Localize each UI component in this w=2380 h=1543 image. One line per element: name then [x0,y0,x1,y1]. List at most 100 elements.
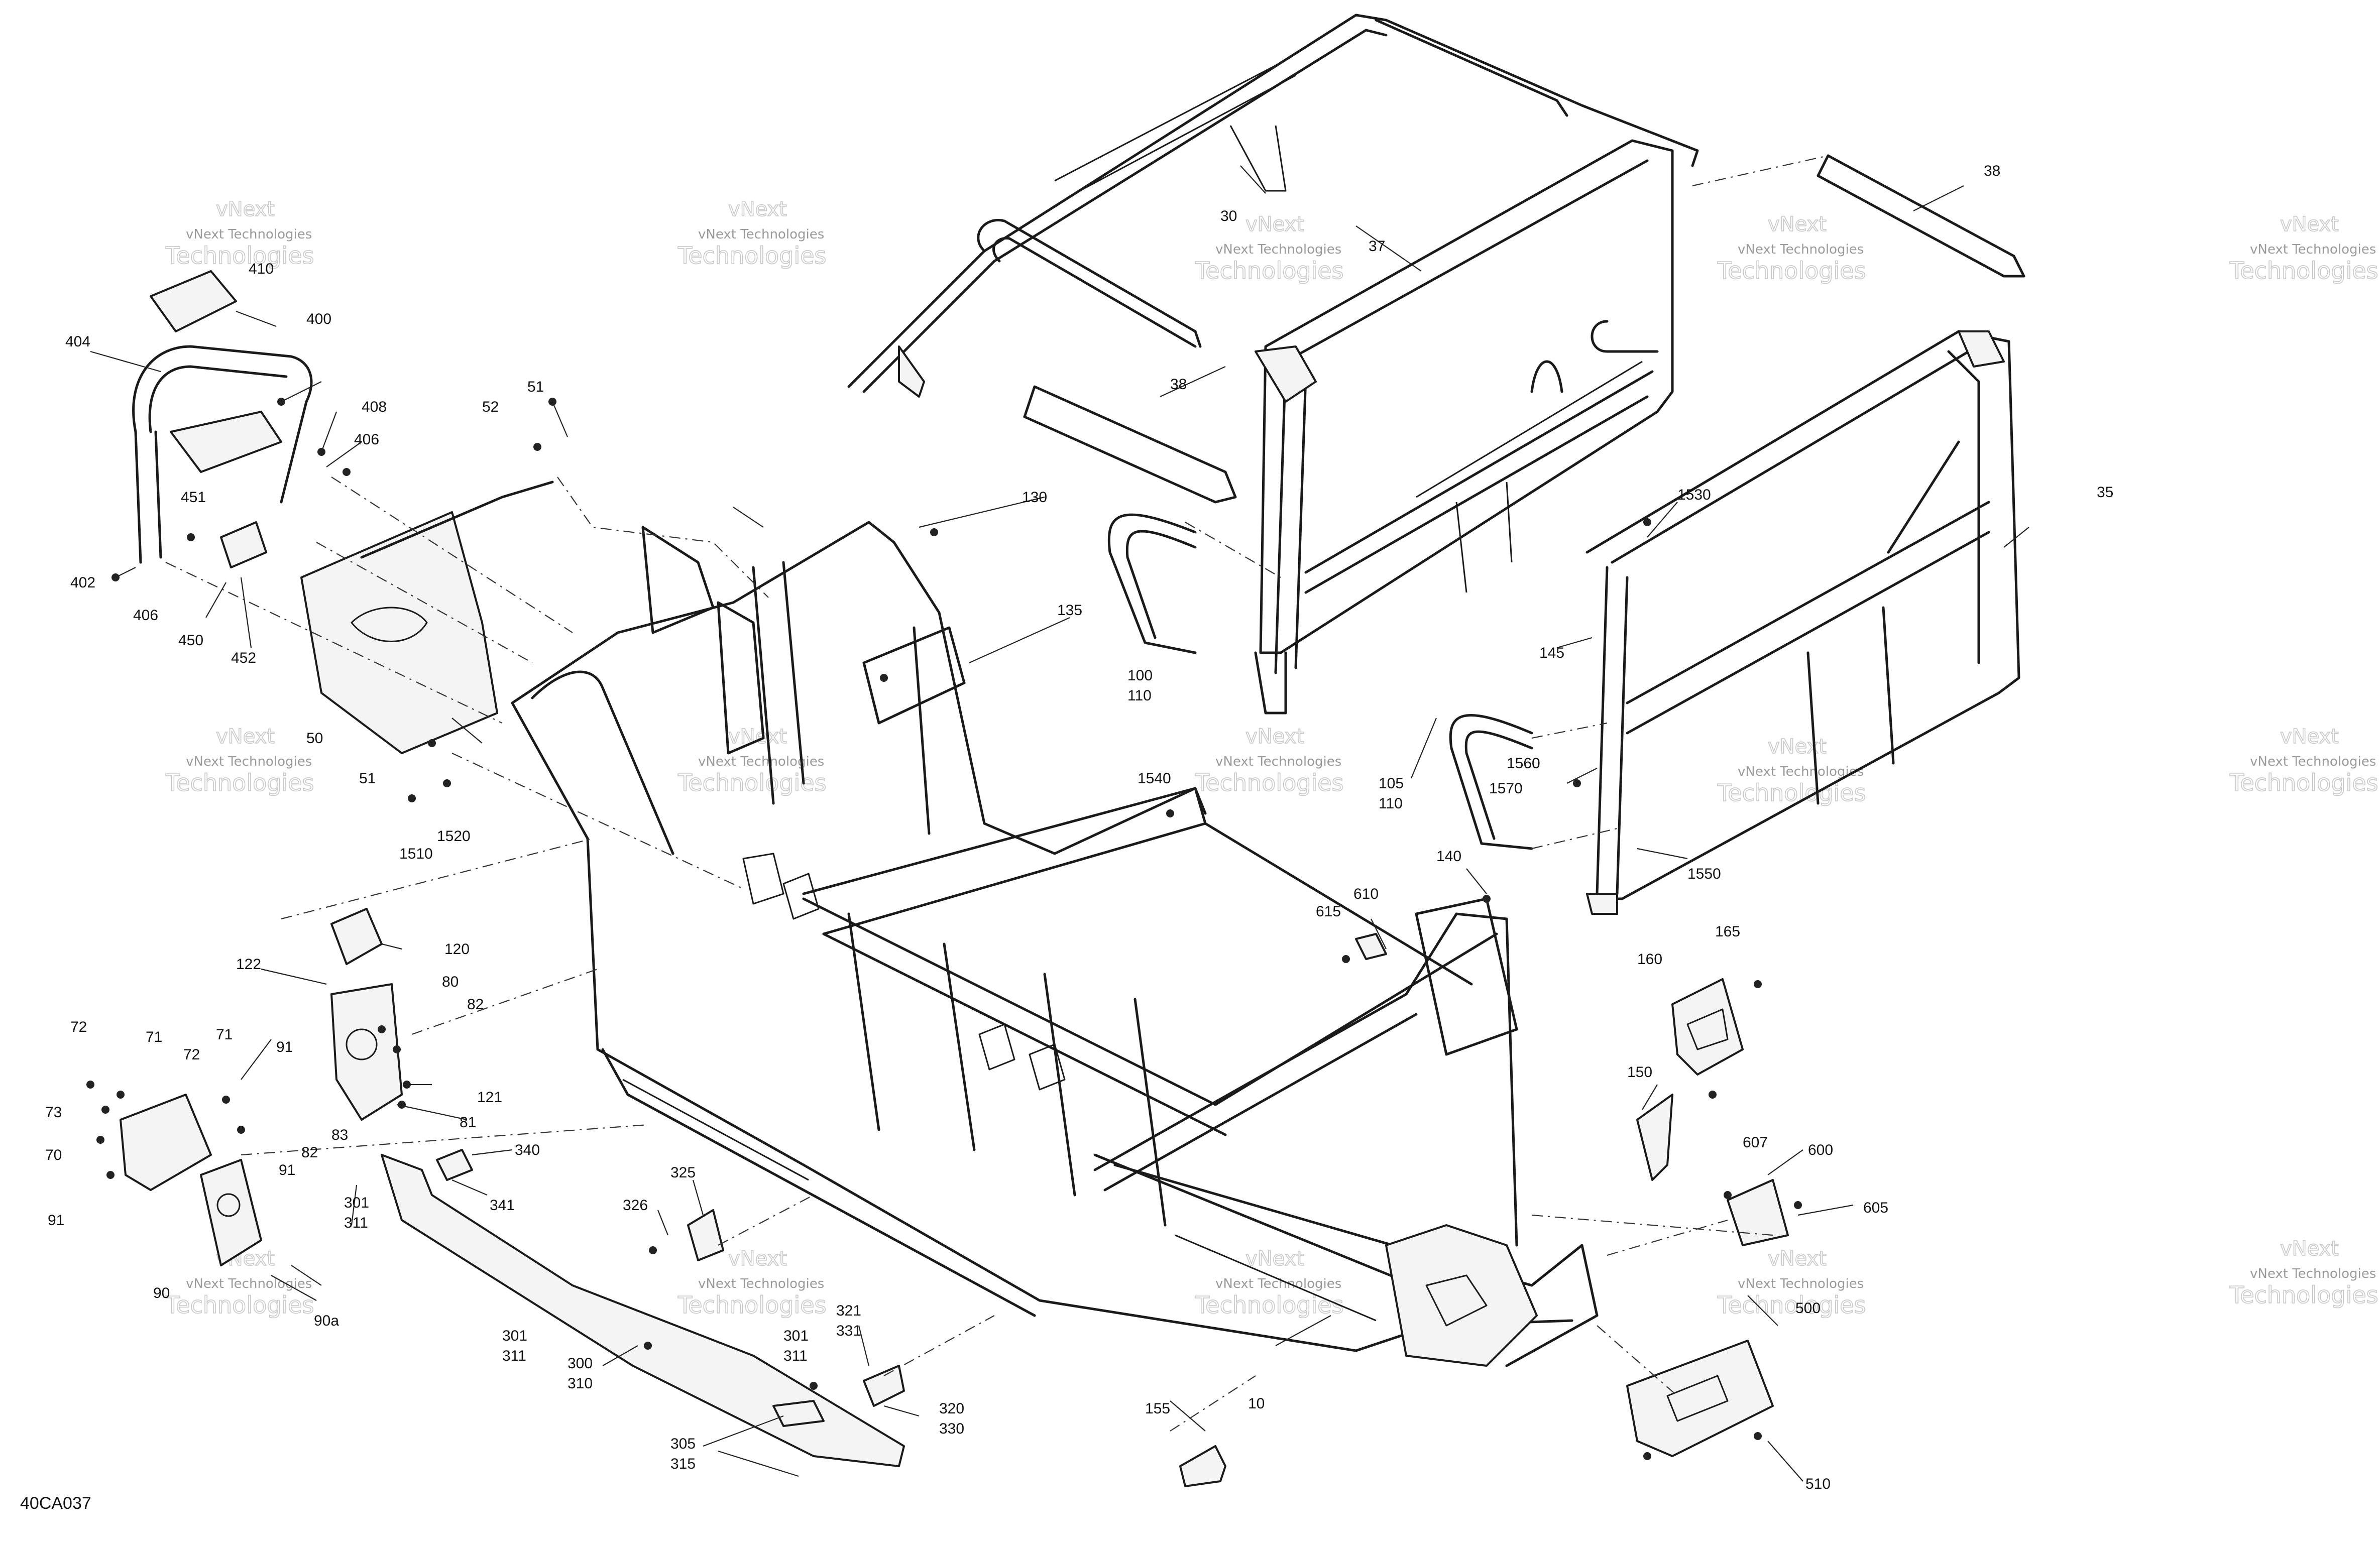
label-91-mid: 91 [279,1162,295,1178]
label-331: 331 [836,1323,861,1339]
label-321: 321 [836,1302,861,1319]
watermark-top: vNext [216,725,275,748]
label-1530: 1530 [1677,487,1711,503]
bracket-part-155 [1179,1445,1226,1487]
label-1550: 1550 [1687,866,1721,882]
label-450: 450 [178,632,203,649]
label-105: 105 [1379,775,1404,792]
label-70: 70 [45,1147,62,1163]
watermark-line1: vNext Technologies [698,754,824,769]
label-1520: 1520 [437,828,471,845]
watermark: vNext vNext Technologies Technologies [2229,1237,2378,1309]
label-301-mid: 301 [502,1328,527,1344]
label-600: 600 [1808,1142,1833,1158]
label-38: 38 [1170,376,1187,393]
label-121: 121 [477,1089,502,1106]
grab-bar-part-100 [1107,513,1197,654]
label-330: 330 [939,1420,964,1437]
label-83: 83 [331,1127,348,1143]
watermark: vNext vNext Technologies Technologies [2229,212,2378,285]
label-37: 37 [1369,238,1385,255]
label-91: 91 [276,1039,293,1055]
bracket-part-320 [863,1365,905,1407]
roof-rail-part-38 [1023,385,1237,504]
front-bumper-part-400 [132,345,313,564]
skid-plate-part-410 [150,270,237,332]
watermark-line2: Technologies [677,242,827,269]
watermark: vNext vNext Technologies Technologies [677,725,827,797]
label-110-right: 110 [1379,795,1403,812]
leader-lines [90,165,2029,1482]
label-82-lower: 82 [301,1144,318,1161]
label-71: 71 [146,1029,162,1045]
watermark-line2: Technologies [165,242,314,269]
watermark-line2: Technologies [165,1291,314,1319]
label-402: 402 [70,574,95,591]
label-120: 120 [444,941,470,958]
watermark-top: vNext [2280,725,2339,748]
watermark-line1: vNext Technologies [698,1276,824,1291]
watermark-line1: vNext Technologies [1215,242,1341,257]
label-35: 35 [2097,484,2113,501]
watermark: vNext vNext Technologies Technologies [1194,725,1344,797]
watermark-top: vNext [1245,725,1304,748]
label-305: 305 [670,1436,696,1452]
label-326: 326 [623,1197,648,1214]
label-406-lower: 406 [133,607,158,624]
watermark-line1: vNext Technologies [2250,242,2376,257]
label-150: 150 [1627,1064,1652,1081]
label-130: 130 [1022,489,1047,506]
label-81: 81 [460,1114,476,1131]
watermark: vNext vNext Technologies Technologies [1717,212,1866,285]
label-301: 301 [344,1195,369,1211]
watermark-line1: vNext Technologies [186,1276,312,1291]
label-71-right: 71 [216,1026,233,1043]
assembly-lines [165,155,1829,1432]
label-90a: 90a [314,1313,339,1329]
watermark-top: vNext [728,198,787,221]
watermark-line1: vNext Technologies [1738,242,1864,257]
label-165: 165 [1715,923,1740,940]
label-406: 406 [354,431,379,448]
watermark-line2: Technologies [1717,779,1866,806]
label-315: 315 [670,1456,696,1472]
label-135: 135 [1057,602,1082,619]
watermark-line1: vNext Technologies [186,754,312,769]
watermark: vNext vNext Technologies Technologies [1717,735,1866,807]
rear-cage-part-37 [1254,139,1674,715]
label-160: 160 [1637,951,1662,968]
mount-part-600 [1727,1179,1789,1246]
watermark-top: vNext [1768,213,1827,236]
label-91-lower: 91 [48,1212,64,1229]
label-155: 155 [1145,1400,1170,1417]
main-chassis-part-10 [511,521,1599,1367]
watermark-line2: Technologies [1195,769,1344,796]
watermark: vNext vNext Technologies Technologies [165,1247,314,1319]
label-110: 110 [1127,687,1152,704]
watermark: vNext vNext Technologies Technologies [165,197,314,270]
panel-part-160 [1671,978,1744,1076]
watermark-line2: Technologies [1717,1291,1866,1319]
watermark-line2: Technologies [677,1291,827,1319]
plate-part-500 [1626,1340,1774,1457]
watermark-line2: Technologies [1717,257,1866,284]
watermark-top: vNext [728,1247,787,1270]
watermark: vNext vNext Technologies Technologies [1194,212,1344,285]
watermark-top: vNext [2280,213,2339,236]
bracket-part-340 [436,1149,473,1181]
watermark-line1: vNext Technologies [1738,1276,1864,1291]
watermark-top: vNext [216,198,275,221]
watermark-line1: vNext Technologies [1215,754,1341,769]
roof-frame-part-30 [847,14,1699,398]
label-145: 145 [1539,645,1564,661]
label-301-right: 301 [783,1328,809,1344]
diagram-code: 40CA037 [20,1494,91,1513]
label-1510: 1510 [399,846,433,862]
fasteners [86,398,1802,1460]
label-340: 340 [515,1142,540,1158]
grab-bar-part-105 [1449,714,1533,850]
right-cage-part-35 [1585,330,2020,915]
watermark-line2: Technologies [2229,1281,2378,1309]
label-10: 10 [1248,1395,1265,1412]
